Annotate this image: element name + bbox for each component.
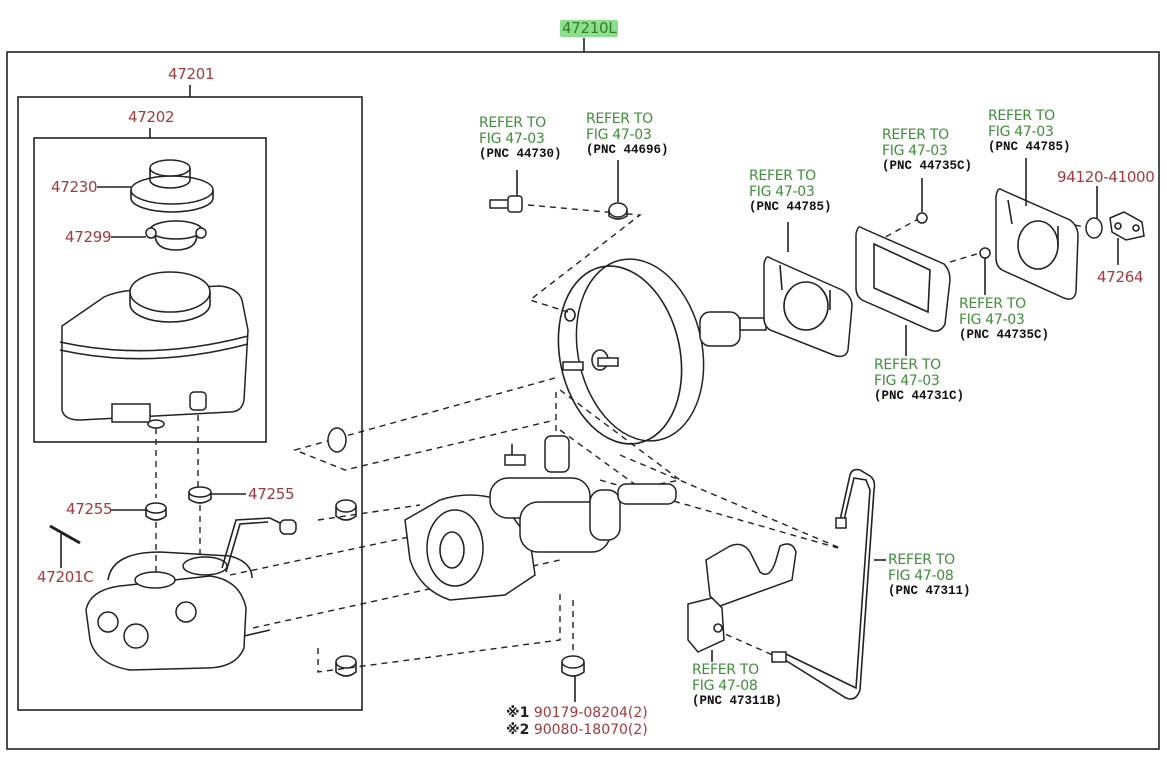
grommet-center-upper-drawing <box>335 499 357 521</box>
master-cylinder-drawing <box>404 435 677 601</box>
reference-line2: FIG 47-03 <box>988 124 1054 140</box>
reference-line2: FIG 47-03 <box>959 312 1025 328</box>
reference-44731c[interactable]: REFER TO FIG 47-03 (PNC 44731C) <box>874 357 964 404</box>
nut-94120-drawing <box>1085 217 1103 239</box>
reference-47311b[interactable]: REFER TO FIG 47-08 (PNC 47311B) <box>692 662 782 709</box>
assembly-part-number[interactable]: 47210L <box>560 19 619 37</box>
reference-44735c-b[interactable]: REFER TO FIG 47-03 (PNC 44735C) <box>959 296 1049 343</box>
grommet-center-lower-drawing <box>335 655 357 677</box>
reservoir-cap-drawing <box>130 159 214 213</box>
reference-44730[interactable]: REFER TO FIG 47-03 (PNC 44730) <box>479 115 562 162</box>
reference-line1: REFER TO <box>692 662 759 678</box>
spacer-44731c-drawing <box>855 226 951 332</box>
part-label-47230[interactable]: 47230 <box>51 178 98 196</box>
bracket-47311b-drawing <box>687 543 797 653</box>
reference-pnc: (PNC 47311) <box>888 584 971 598</box>
brake-booster-drawing <box>557 258 767 445</box>
reference-line2: FIG 47-08 <box>888 568 954 584</box>
reference-pnc: (PNC 44735C) <box>959 328 1050 342</box>
nut-center-drawing <box>561 655 585 677</box>
strainer-drawing <box>145 220 207 251</box>
part-label-47201c[interactable]: 47201C <box>37 568 94 586</box>
reference-line1: REFER TO <box>988 108 1055 124</box>
part-label-47264[interactable]: 47264 <box>1097 268 1144 286</box>
note-value: 90179-08204(2) <box>533 705 648 721</box>
note-1[interactable]: ※1 90179-08204(2) <box>506 706 648 720</box>
reference-line1: REFER TO <box>888 552 955 568</box>
reference-44785-b[interactable]: REFER TO FIG 47-03 (PNC 44785) <box>988 108 1071 155</box>
reference-47311[interactable]: REFER TO FIG 47-08 (PNC 47311) <box>888 552 971 599</box>
reference-line1: REFER TO <box>479 115 546 131</box>
part-label-47299[interactable]: 47299 <box>65 228 112 246</box>
reference-pnc: (PNC 44735C) <box>882 159 973 173</box>
brake-tube-47311-drawing <box>771 468 876 700</box>
reference-line2: FIG 47-03 <box>874 373 940 389</box>
grommet-44696-drawing <box>608 202 628 220</box>
reference-44735c-a[interactable]: REFER TO FIG 47-03 (PNC 44735C) <box>882 127 972 174</box>
part-label-47255-right[interactable]: 47255 <box>248 485 295 503</box>
reference-44696[interactable]: REFER TO FIG 47-03 (PNC 44696) <box>586 111 669 158</box>
reference-line1: REFER TO <box>874 357 941 373</box>
reference-pnc: (PNC 44696) <box>586 143 669 157</box>
assembly-frame <box>6 51 1160 750</box>
reference-pnc: (PNC 44785) <box>988 140 1071 154</box>
gasket-44785-b-drawing <box>995 188 1079 300</box>
pin-drawing <box>49 524 81 545</box>
bolt-44730-drawing <box>489 195 523 213</box>
reference-line2: FIG 47-03 <box>479 131 545 147</box>
reference-pnc: (PNC 47311B) <box>692 694 783 708</box>
note-value: 90080-18070(2) <box>533 722 648 738</box>
assembly-dashed-lines <box>229 204 1089 673</box>
group-label-47202[interactable]: 47202 <box>128 108 175 126</box>
part-label-47255-left[interactable]: 47255 <box>66 500 113 518</box>
note-2[interactable]: ※2 90080-18070(2) <box>506 723 648 737</box>
reference-line2: FIG 47-03 <box>749 184 815 200</box>
nut-44735c-a-drawing <box>916 212 928 224</box>
master-cylinder-body-drawing <box>85 517 297 671</box>
reference-line1: REFER TO <box>749 168 816 184</box>
reference-pnc: (PNC 44785) <box>749 200 832 214</box>
grommet-right-drawing <box>188 486 212 504</box>
note-marker: ※2 <box>506 722 530 738</box>
note-marker: ※1 <box>506 705 530 721</box>
bracket-47264-drawing <box>1109 211 1145 241</box>
reference-line2: FIG 47-03 <box>586 127 652 143</box>
reference-44785-a[interactable]: REFER TO FIG 47-03 (PNC 44785) <box>749 168 832 215</box>
gasket-44785-a-drawing <box>763 256 853 358</box>
part-label-94120-41000[interactable]: 94120-41000 <box>1057 168 1155 186</box>
reference-line2: FIG 47-08 <box>692 678 758 694</box>
reservoir-tank-drawing <box>59 271 249 429</box>
reference-pnc: (PNC 44731C) <box>874 389 965 403</box>
grommet-left-drawing <box>145 502 167 521</box>
reference-pnc: (PNC 44730) <box>479 147 562 161</box>
nut-44735c-b-drawing <box>979 247 991 259</box>
group-label-47201[interactable]: 47201 <box>168 65 215 83</box>
reference-line2: FIG 47-03 <box>882 143 948 159</box>
reference-line1: REFER TO <box>959 296 1026 312</box>
o-ring-drawing <box>327 427 347 453</box>
reference-line1: REFER TO <box>882 127 949 143</box>
reference-line1: REFER TO <box>586 111 653 127</box>
